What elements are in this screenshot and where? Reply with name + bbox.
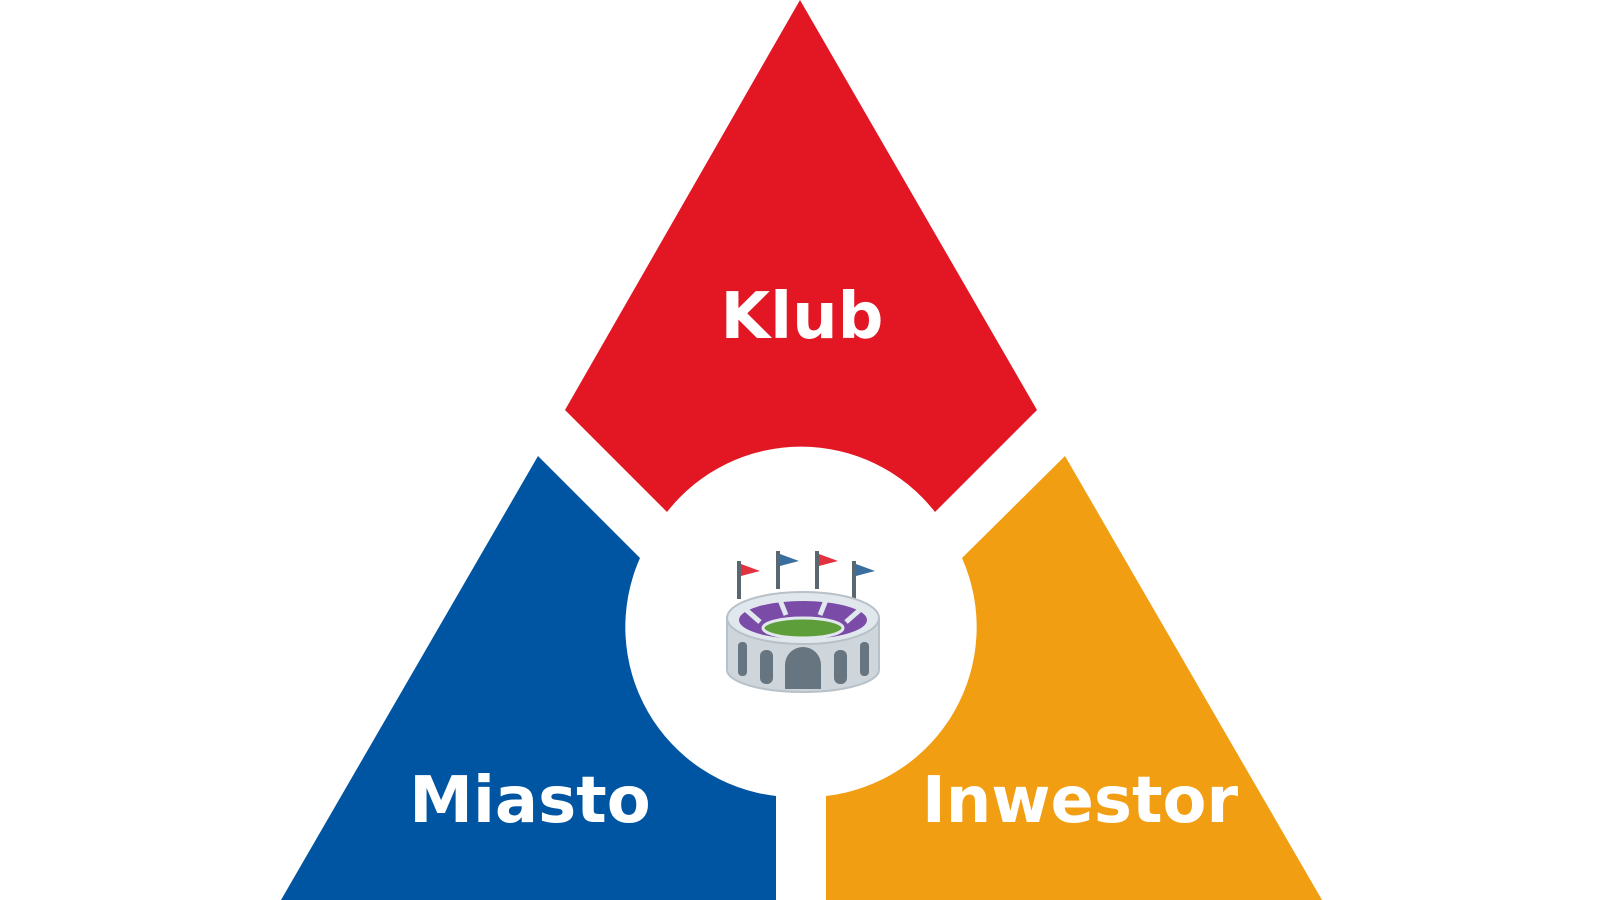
segment-inwestor: Inwestor [826,456,1322,900]
segment-klub-label: Klub [721,280,884,354]
segment-klub-shape [565,0,1037,512]
stadium-icon [726,551,880,693]
segment-klub: Klub [565,0,1037,512]
segment-inwestor-label: Inwestor [922,764,1239,838]
seat-dividers [742,599,864,624]
stadium-field [761,616,845,640]
segment-miasto-label: Miasto [409,764,650,838]
segment-miasto: Miasto [281,456,776,900]
segment-inwestor-shape [826,456,1322,900]
flags [737,551,875,599]
segment-miasto-shape [281,456,776,900]
